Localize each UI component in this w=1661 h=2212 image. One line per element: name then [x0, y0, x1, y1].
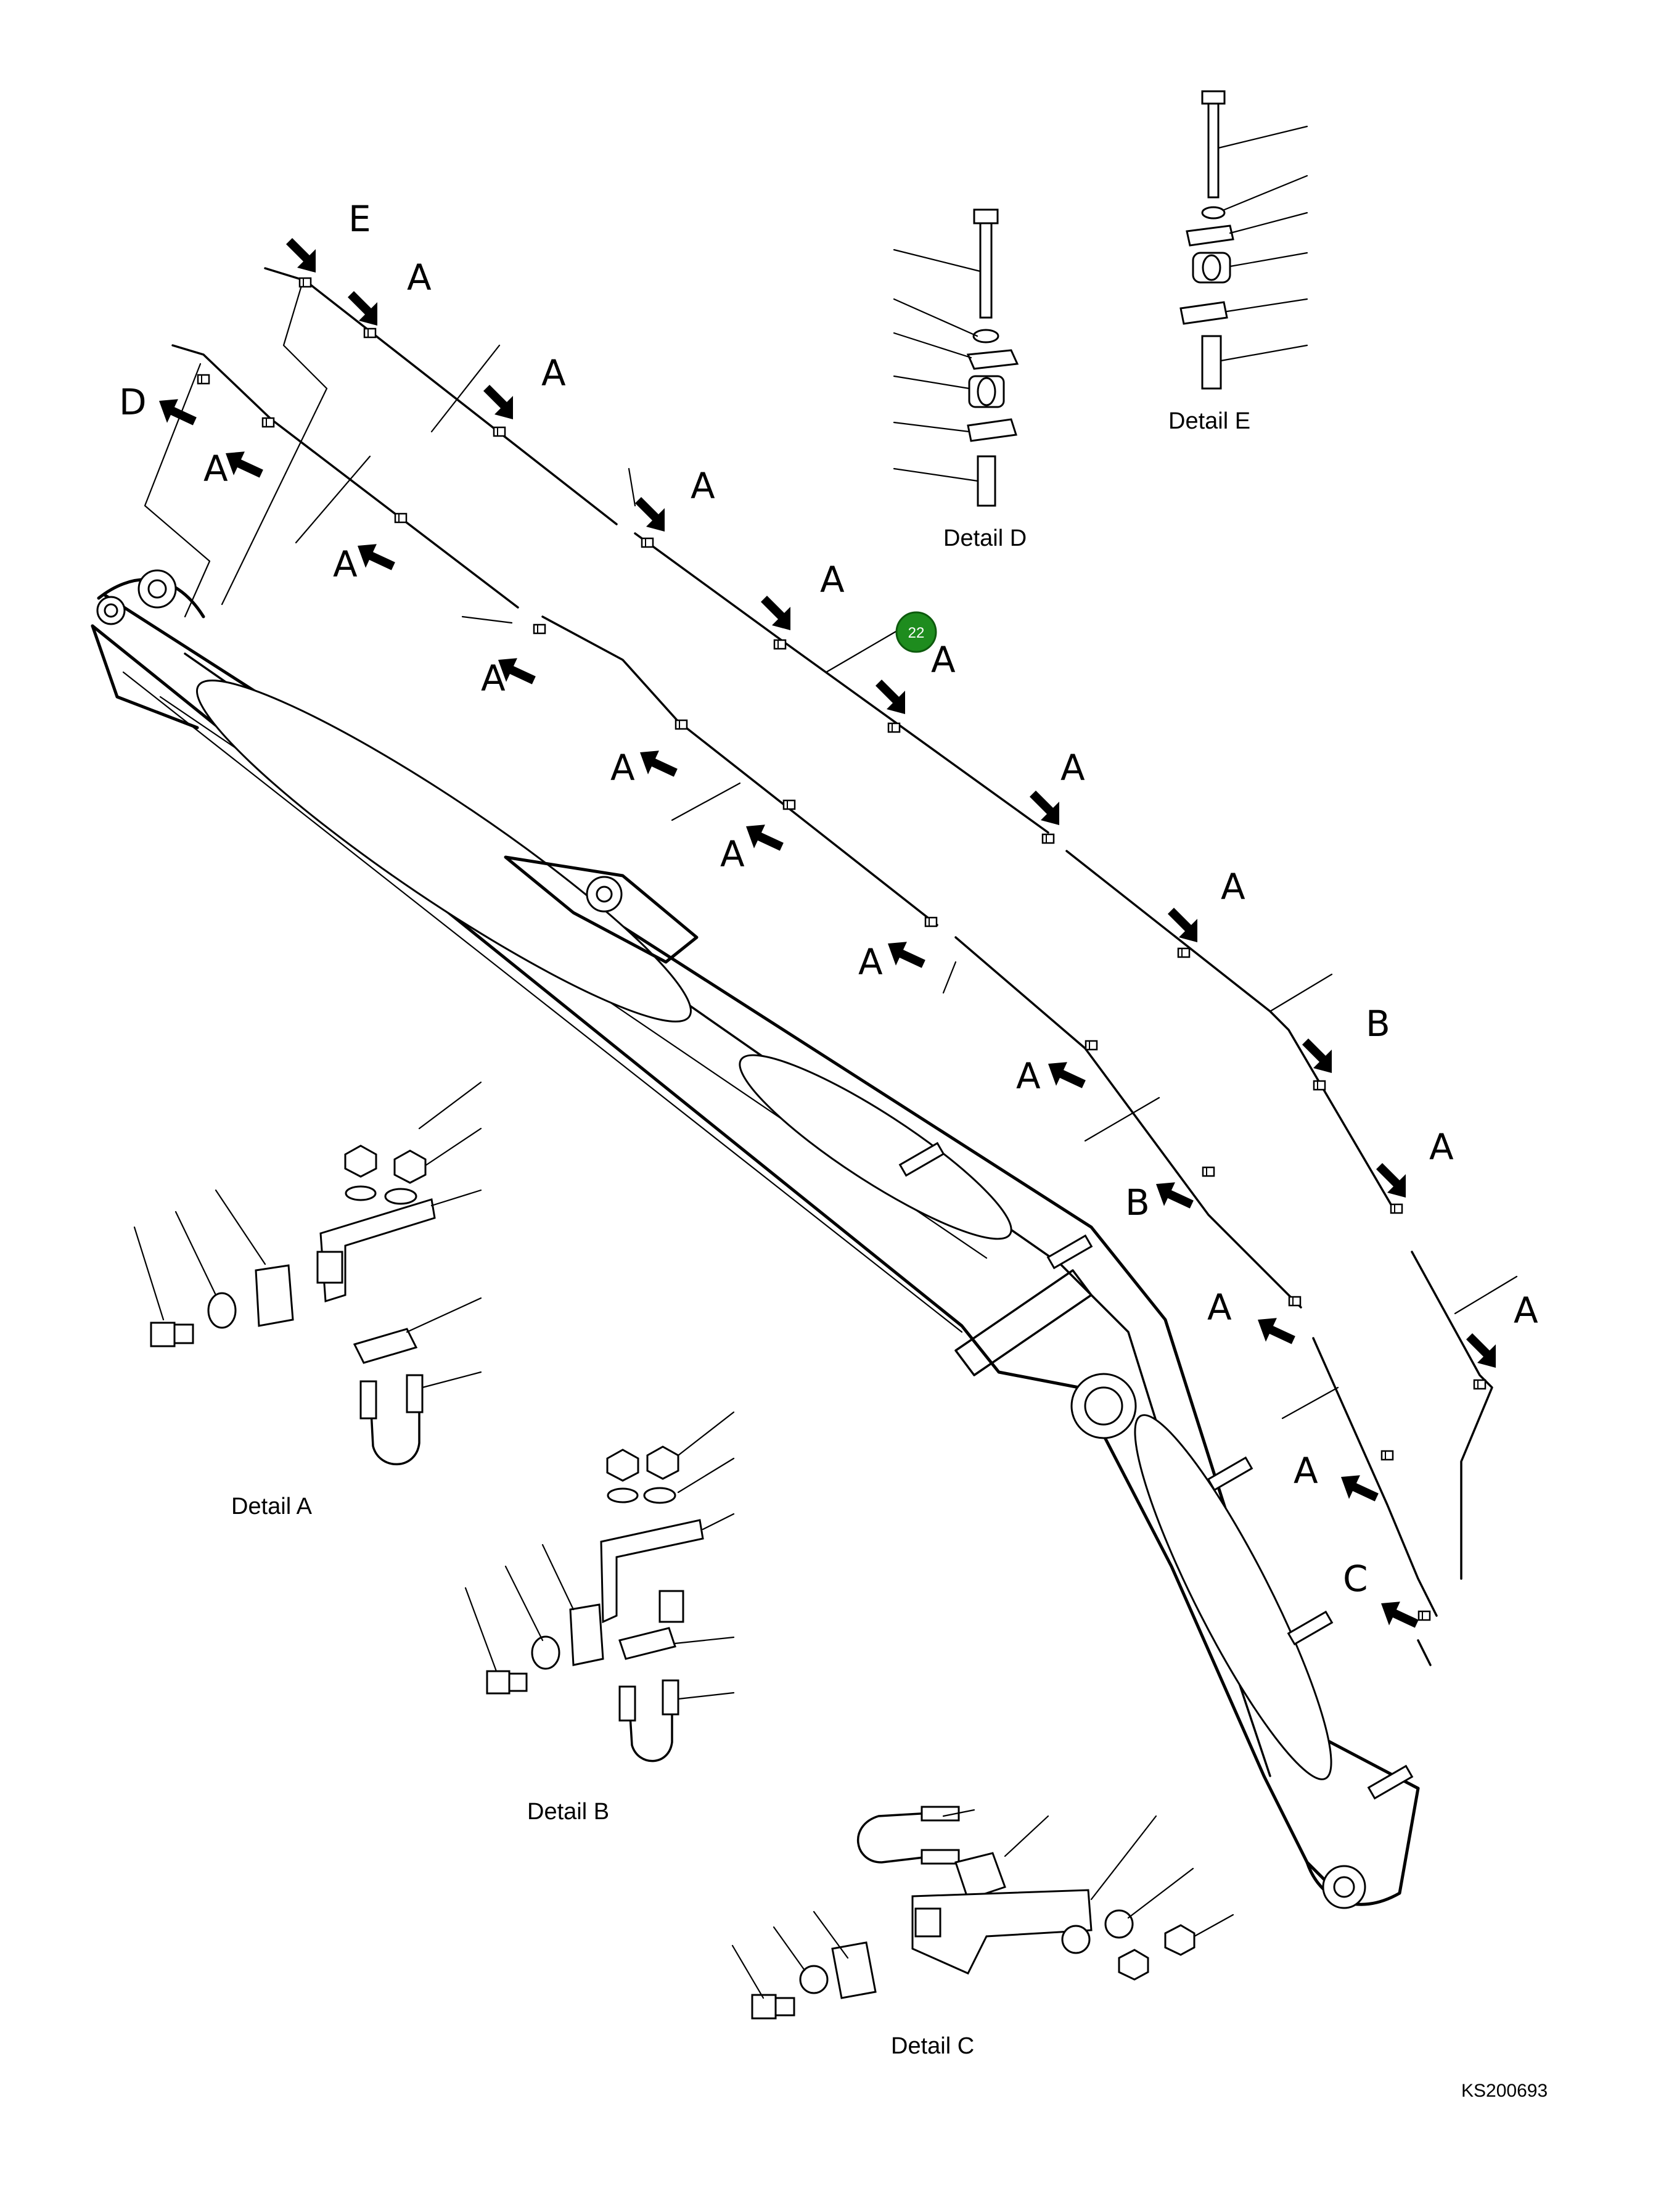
part-marker[interactable]: 22	[895, 611, 937, 653]
callout-e: E	[348, 198, 371, 240]
bracket-group	[898, 1141, 1414, 1800]
detail-a-title: Detail A	[231, 1494, 313, 1519]
callout-a: A	[203, 448, 228, 490]
detail-c: Detail C	[731, 1806, 1234, 2059]
callout-d: D	[119, 381, 147, 423]
detail-d: Detail D	[893, 208, 1027, 551]
detail-e-title: Detail E	[1168, 408, 1250, 434]
detail-b: Detail B	[464, 1411, 735, 1825]
part-marker-circle	[895, 611, 937, 653]
detail-a: Detail A	[133, 1081, 482, 1519]
detail-b-title: Detail B	[527, 1799, 609, 1825]
callout-a: A	[858, 941, 883, 983]
callout-a: A	[1221, 866, 1245, 908]
callout-a: A	[820, 559, 845, 601]
callout-a: A	[1429, 1126, 1454, 1168]
callout-a: A	[691, 465, 715, 507]
callout-a: A	[720, 833, 745, 875]
grease-lines	[144, 267, 1518, 1666]
detail-c-title: Detail C	[891, 2033, 974, 2059]
callout-a: A	[610, 747, 635, 789]
callout-letters: E D A A A A A A A A A A A A A B A A B A …	[119, 198, 1538, 1600]
callout-a: A	[333, 543, 358, 585]
callout-c: C	[1343, 1558, 1368, 1600]
callout-a: A	[931, 639, 956, 681]
callout-b: B	[1125, 1182, 1150, 1223]
boom-structure	[91, 569, 1420, 1909]
callout-a: A	[541, 352, 566, 394]
callout-b: B	[1366, 1003, 1390, 1045]
callout-arrows	[159, 238, 1496, 1636]
drawing-code: KS200693	[1461, 2081, 1548, 2101]
callout-a: A	[481, 657, 506, 699]
callout-a: A	[1207, 1286, 1232, 1328]
detail-d-title: Detail D	[943, 525, 1027, 551]
callout-a: A	[1514, 1289, 1538, 1331]
callout-a: A	[1060, 747, 1085, 789]
callout-a: A	[1294, 1450, 1318, 1492]
part-marker-label: 22	[908, 625, 925, 641]
callout-a: A	[407, 257, 432, 298]
detail-e: Detail E	[1168, 90, 1308, 434]
callout-a: A	[1016, 1055, 1041, 1097]
